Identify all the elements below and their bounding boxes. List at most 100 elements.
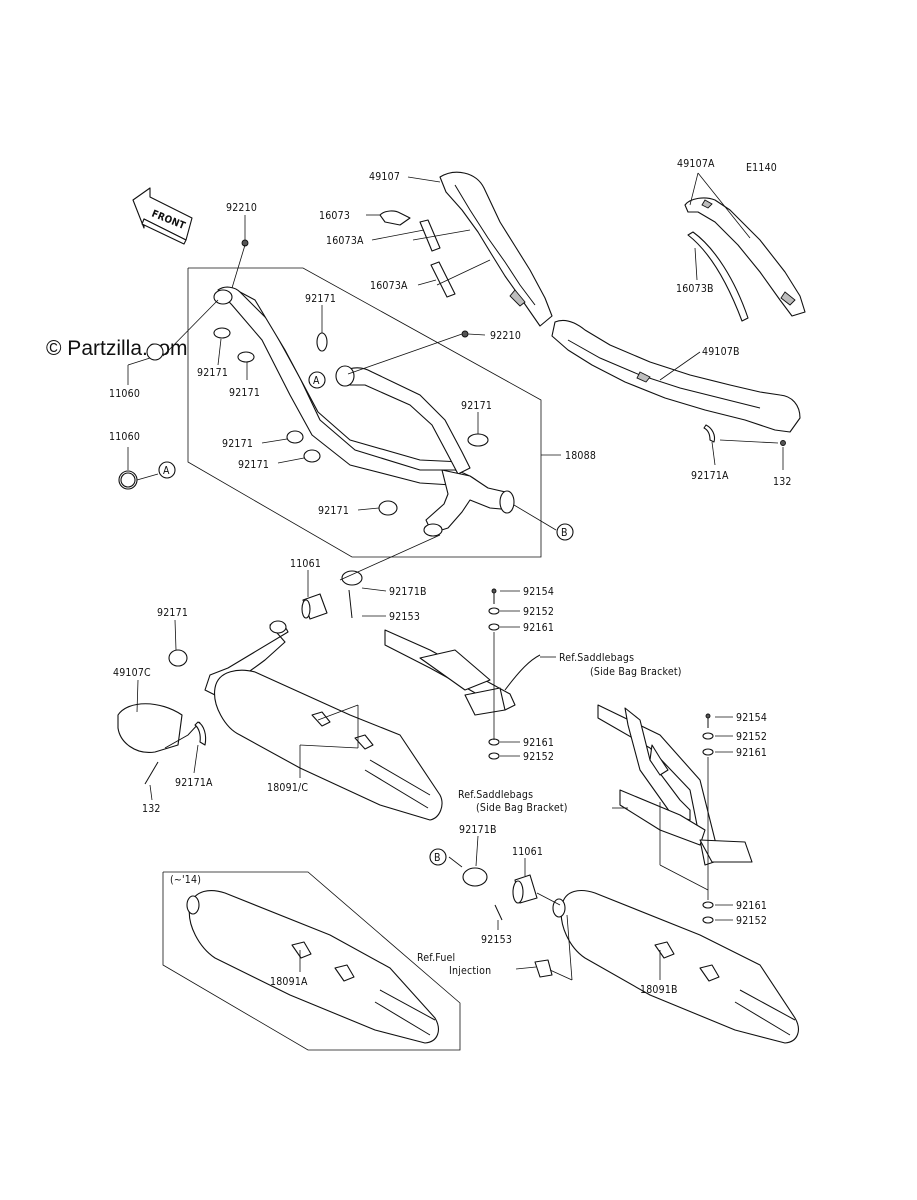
label-16073A-2: 16073A bbox=[370, 280, 408, 292]
label-92171-6: 92171 bbox=[461, 400, 492, 412]
callout-a-top: A bbox=[308, 371, 326, 389]
label-11060-2: 11060 bbox=[109, 431, 140, 443]
exhaust-pipe-18088 bbox=[213, 286, 515, 537]
label-92171-1: 92171 bbox=[305, 293, 336, 305]
label-16073A-1: 16073A bbox=[326, 235, 364, 247]
clamp-92171-f bbox=[467, 433, 489, 447]
label-92161-1: 92161 bbox=[523, 622, 554, 634]
clamp-92171-d bbox=[286, 430, 304, 444]
label-11060-1: 11060 bbox=[109, 388, 140, 400]
clamp-92171-e bbox=[303, 449, 321, 463]
label-ref-fuel-a: Ref.Fuel bbox=[417, 952, 455, 964]
label-11061-2: 11061 bbox=[512, 846, 543, 858]
heat-cover-49107A bbox=[684, 197, 806, 317]
saddlebag-bracket-1 bbox=[384, 629, 541, 716]
clamp-92171-b bbox=[213, 327, 231, 339]
label-92152-4: 92152 bbox=[736, 915, 767, 927]
label-92153-1: 92153 bbox=[389, 611, 420, 623]
bolt-92210-mid bbox=[461, 330, 469, 338]
nut-92161-4 bbox=[702, 901, 714, 909]
callout-a-left: A bbox=[158, 461, 176, 479]
heat-cover-49107B bbox=[551, 319, 801, 433]
svg-text:A: A bbox=[313, 375, 320, 387]
label-92171A-top: 92171A bbox=[691, 470, 729, 482]
gasket-11060-1 bbox=[146, 343, 164, 361]
bolt-92153-1 bbox=[348, 589, 353, 619]
bolt-92154-2 bbox=[705, 713, 711, 728]
label-92152-1: 92152 bbox=[523, 606, 554, 618]
nut-92161-3 bbox=[702, 748, 714, 756]
clamp-92171-a bbox=[316, 332, 328, 352]
label-18091B: 18091B bbox=[640, 984, 678, 996]
label-92171B-1: 92171B bbox=[389, 586, 427, 598]
label-132-bot: 132 bbox=[142, 803, 161, 815]
label-92171A-bot: 92171A bbox=[175, 777, 213, 789]
nut-92161-1 bbox=[488, 623, 500, 631]
callout-b-bottom: B bbox=[429, 848, 447, 866]
svg-text:B: B bbox=[434, 852, 441, 864]
label-132-top: 132 bbox=[773, 476, 792, 488]
muffler-18091B bbox=[552, 890, 799, 1044]
label-92152-2: 92152 bbox=[523, 751, 554, 763]
sleeve-11061-1 bbox=[301, 593, 328, 620]
label-92153-2: 92153 bbox=[481, 934, 512, 946]
label-92161-3: 92161 bbox=[736, 747, 767, 759]
label-92171-5: 92171 bbox=[238, 459, 269, 471]
label-ref-saddlebags-1a: Ref.Saddlebags bbox=[559, 652, 634, 664]
sensor-fuel-injection bbox=[534, 959, 553, 978]
washer-92152-4 bbox=[702, 916, 714, 924]
clamp-92171B-1 bbox=[341, 570, 363, 586]
muffler-18091A bbox=[186, 890, 439, 1044]
bolt-92153-2 bbox=[494, 904, 503, 921]
diagram-code: E1140 bbox=[746, 162, 777, 174]
label-92171-8: 92171 bbox=[157, 607, 188, 619]
part-labels: 49107 16073 16073A 16073A 49107A 16073B … bbox=[109, 158, 792, 996]
end-cap-49107C bbox=[117, 703, 201, 753]
label-49107C: 49107C bbox=[113, 667, 151, 679]
label-92171-3: 92171 bbox=[229, 387, 260, 399]
label-92161-2: 92161 bbox=[523, 737, 554, 749]
partzilla-watermark: © Partzilla.com bbox=[46, 337, 188, 360]
clamp-92171A-top bbox=[703, 424, 716, 443]
assembly-outline-18088 bbox=[187, 267, 542, 558]
front-arrow-icon: FRONT bbox=[132, 187, 193, 245]
heat-cover-49107 bbox=[439, 171, 553, 327]
sleeve-11061-2 bbox=[512, 874, 538, 904]
label-92154-1: 92154 bbox=[523, 586, 554, 598]
label-16073: 16073 bbox=[319, 210, 350, 222]
washer-92152-1 bbox=[488, 607, 500, 615]
label-ref-saddlebags-1b: (Side Bag Bracket) bbox=[590, 666, 682, 678]
label-11061-1: 11061 bbox=[290, 558, 321, 570]
saddlebag-bracket-2 bbox=[597, 704, 753, 866]
leader-lines bbox=[127, 172, 784, 981]
label-ref-saddlebags-2b: (Side Bag Bracket) bbox=[476, 802, 568, 814]
label-ref-fuel-b: Injection bbox=[449, 965, 491, 977]
gasket-11060-2 bbox=[118, 470, 138, 490]
label-49107: 49107 bbox=[369, 171, 400, 183]
svg-text:B: B bbox=[561, 527, 568, 539]
washer-92152-3 bbox=[702, 732, 714, 740]
label-variant-note: (~'14) bbox=[170, 874, 201, 886]
clamp-92171-h bbox=[168, 649, 188, 667]
label-18091A: 18091A bbox=[270, 976, 308, 988]
label-ref-saddlebags-2a: Ref.Saddlebags bbox=[458, 789, 533, 801]
washer-92152-2 bbox=[488, 752, 500, 760]
label-18091C: 18091/C bbox=[267, 782, 308, 794]
pad-16073B bbox=[687, 231, 749, 322]
clamp-92171-c bbox=[237, 351, 255, 363]
label-92161-4: 92161 bbox=[736, 900, 767, 912]
variant-outline bbox=[162, 871, 461, 1051]
label-92210-top: 92210 bbox=[226, 202, 257, 214]
svg-text:A: A bbox=[163, 465, 170, 477]
label-92171-2: 92171 bbox=[197, 367, 228, 379]
label-92171-7: 92171 bbox=[318, 505, 349, 517]
bolt-132-bot bbox=[144, 761, 159, 785]
clamp-16073 bbox=[379, 210, 411, 226]
bolt-92154-1 bbox=[491, 588, 497, 604]
label-49107A: 49107A bbox=[677, 158, 715, 170]
label-92152-3: 92152 bbox=[736, 731, 767, 743]
label-92210-mid: 92210 bbox=[490, 330, 521, 342]
clamp-92171A-bot bbox=[194, 721, 207, 746]
clamp-92171B-2 bbox=[462, 867, 488, 887]
